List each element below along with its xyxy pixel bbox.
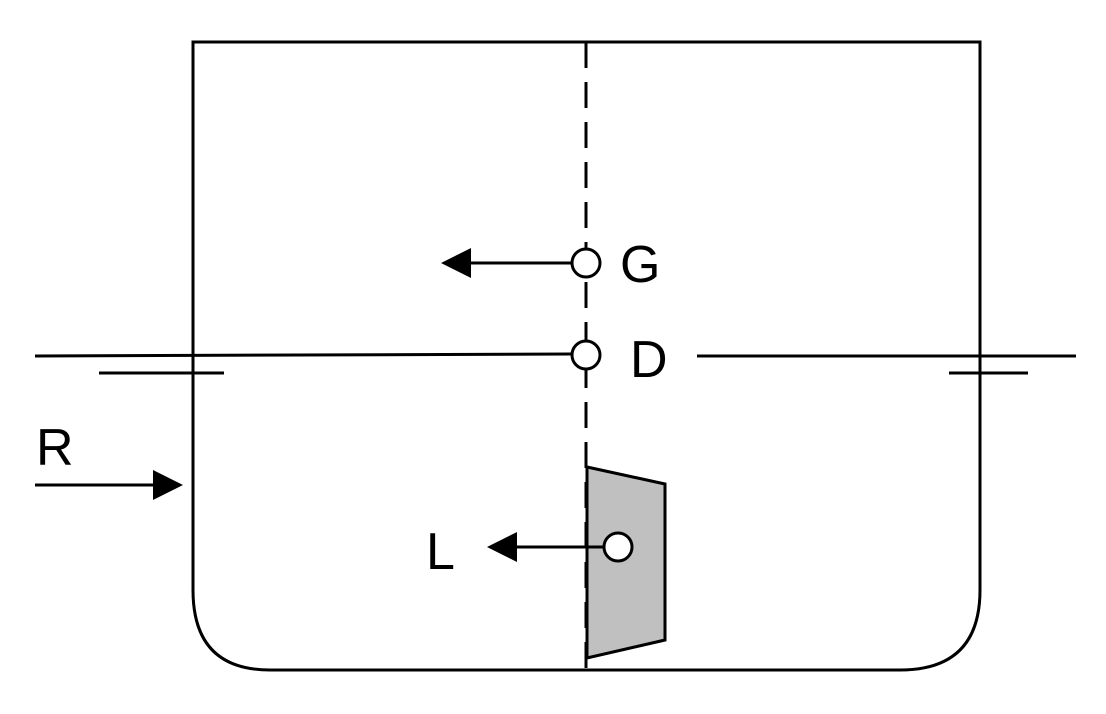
g-label: G: [620, 236, 660, 294]
d-point-marker: [570, 339, 602, 371]
g-point-marker: [570, 247, 602, 279]
d-label: D: [630, 331, 668, 389]
l-label: L: [426, 523, 455, 581]
r-label: R: [36, 419, 74, 477]
keel-plate: [585, 465, 667, 660]
l-point-marker: [602, 531, 634, 563]
waterline-left: [34, 352, 573, 358]
hull-outline: [191, 40, 982, 672]
